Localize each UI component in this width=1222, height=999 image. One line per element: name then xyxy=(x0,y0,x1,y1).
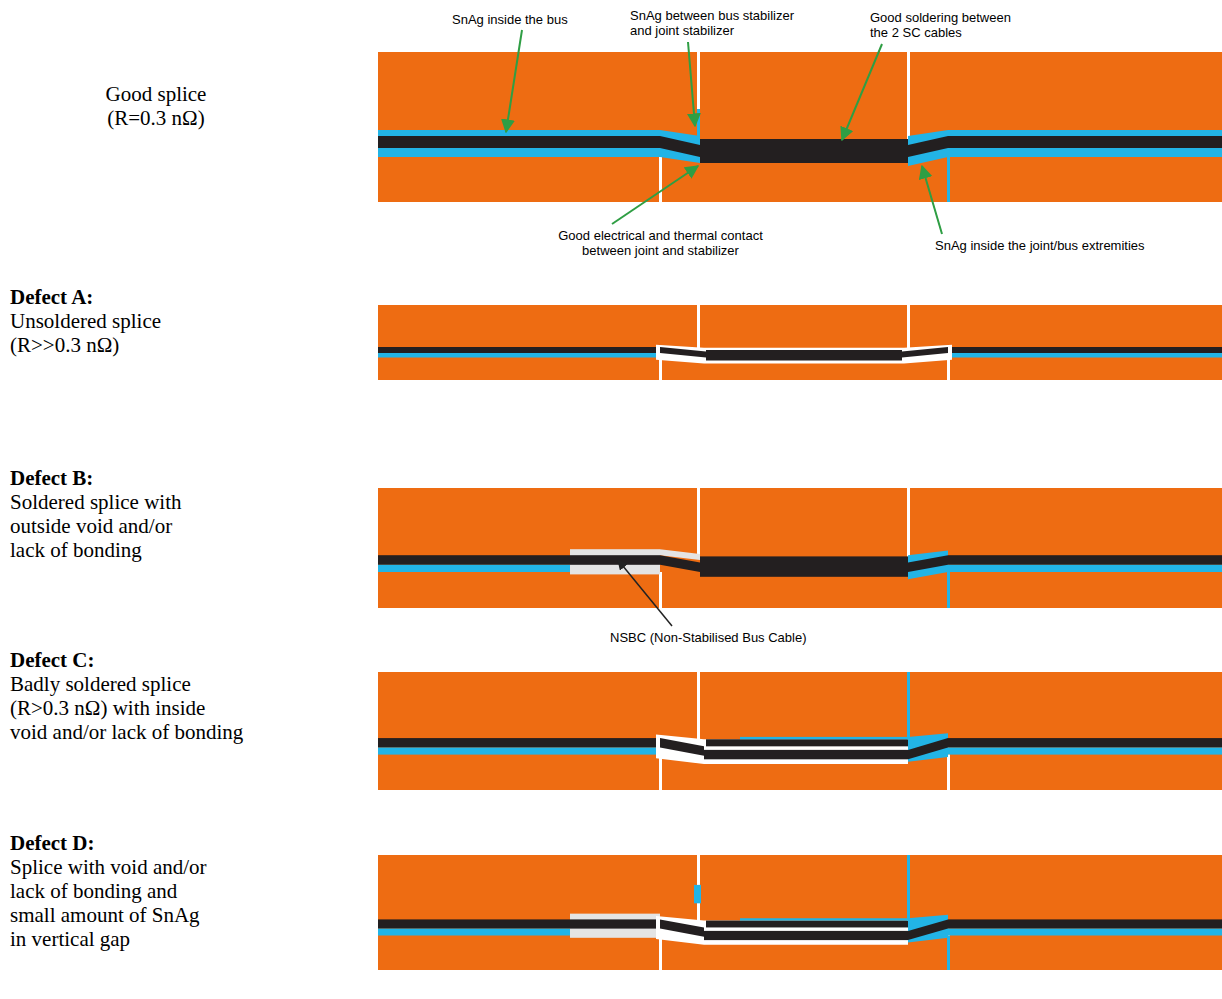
snag-fill xyxy=(660,130,700,163)
callout-text: SnAg inside the bus xyxy=(452,12,568,27)
snag-fill xyxy=(908,733,948,761)
leader-arrow xyxy=(842,44,882,140)
snag-layer xyxy=(740,737,908,739)
lower-cable xyxy=(704,931,908,940)
leader-arrow xyxy=(506,30,522,132)
void xyxy=(656,916,908,945)
cable-slant xyxy=(660,136,700,157)
snag-in-gap xyxy=(947,157,950,202)
cable-slant xyxy=(908,738,948,759)
splice-base xyxy=(378,305,1222,380)
defect-heading: Defect A: xyxy=(10,285,93,309)
defect-heading: Defect C: xyxy=(10,648,95,672)
void xyxy=(570,914,660,938)
snag-in-gap xyxy=(947,936,950,971)
cable-slant xyxy=(908,555,948,572)
defect-heading: Defect B: xyxy=(10,466,93,490)
row-title: Good splice (R=0.3 nΩ) xyxy=(91,82,221,130)
leader-arrow xyxy=(922,166,942,234)
defect-b-splice xyxy=(378,488,1222,608)
defect-description: Splice with void and/or lack of bonding … xyxy=(10,855,212,951)
snag-fill xyxy=(908,550,948,579)
vertical-gap xyxy=(697,305,700,348)
snag-in-gap xyxy=(907,672,910,739)
snag-droplet xyxy=(694,885,701,903)
leader-arrow xyxy=(688,42,695,126)
leader-arrow xyxy=(612,166,698,224)
cable-slant xyxy=(908,919,948,940)
vertical-gap xyxy=(907,305,910,348)
snag-in-gap xyxy=(947,572,950,608)
bus-cable xyxy=(570,919,660,928)
defect-d-splice xyxy=(378,855,1222,970)
good-splice xyxy=(378,52,1222,202)
leader-arrow xyxy=(618,560,672,626)
cable-slant xyxy=(660,919,704,936)
nsbc-cable xyxy=(570,555,660,565)
unsoldered-joint xyxy=(706,350,902,361)
leader-lines xyxy=(506,30,942,626)
callout-text: SnAg between bus stabilizer and joint st… xyxy=(630,8,805,38)
splice-base xyxy=(378,52,1222,202)
splice-base xyxy=(378,855,1222,970)
defect-a-splice xyxy=(378,305,1222,380)
callout-text: Good soldering between the 2 SC cables xyxy=(870,10,1022,40)
cable-slant xyxy=(902,347,948,358)
defect-description: Unsoldered splice (R>>0.3 nΩ) xyxy=(10,309,210,357)
callout-text: SnAg inside the joint/bus extremities xyxy=(935,238,1145,253)
cable-slant xyxy=(908,136,948,157)
lower-cable xyxy=(704,750,908,759)
soldered-joint xyxy=(700,556,908,576)
defect-description: Soldered splice with outside void and/or… xyxy=(10,490,200,562)
snag-layer xyxy=(378,130,660,136)
snag-layer xyxy=(740,918,908,920)
soldered-joint xyxy=(700,139,908,163)
splice-base xyxy=(378,488,1222,608)
void xyxy=(656,735,908,765)
snag-fill xyxy=(908,130,948,166)
splice-base xyxy=(378,672,1222,790)
snag-layer xyxy=(948,130,1222,136)
cable-slant xyxy=(660,555,700,572)
snag-fill xyxy=(908,915,948,943)
defect-heading: Defect D: xyxy=(10,831,95,855)
snag-in-gap xyxy=(697,109,700,139)
snag-in-gap xyxy=(907,855,910,921)
callout-text: Good electrical and thermal contact betw… xyxy=(548,228,773,258)
callout-text: NSBC (Non-Stabilised Bus Cable) xyxy=(610,630,807,645)
defect-description: Badly soldered splice (R>0.3 nΩ) with in… xyxy=(10,672,246,744)
defect-c-splice xyxy=(378,672,1222,790)
upper-cable xyxy=(706,739,908,746)
vertical-gap xyxy=(697,672,700,739)
upper-cable xyxy=(706,921,908,928)
cable-slant xyxy=(660,738,704,756)
nsbc-void xyxy=(570,549,660,574)
cable-slant xyxy=(660,347,706,358)
